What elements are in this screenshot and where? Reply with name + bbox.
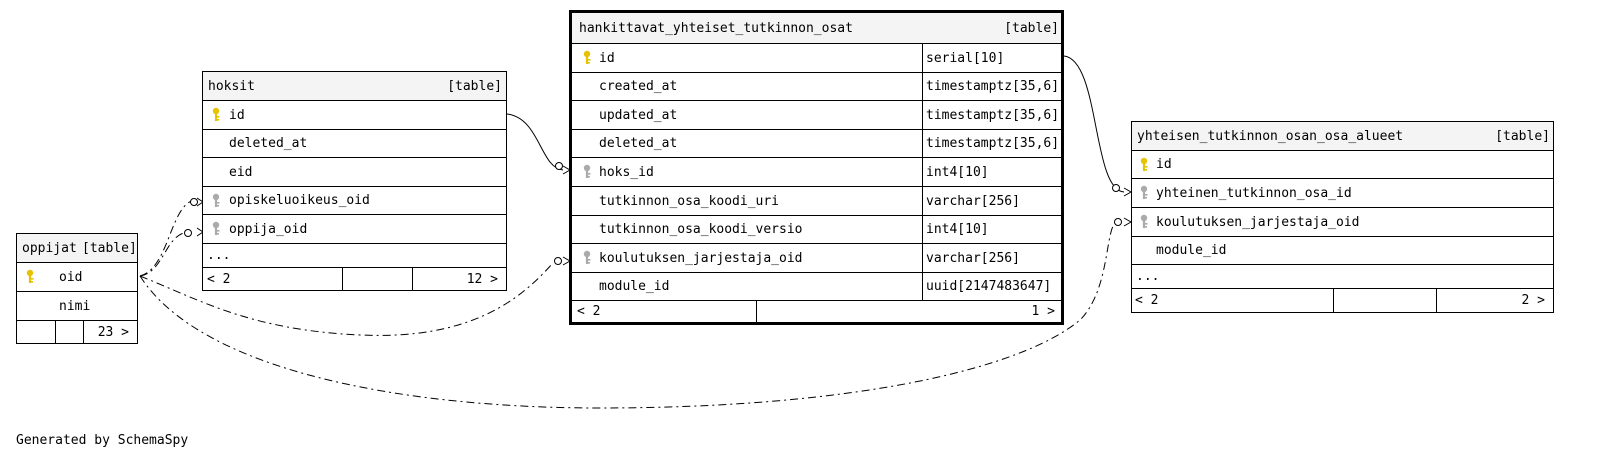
- column-row[interactable]: hoks_id int4[10]: [572, 158, 1061, 187]
- table-hoksit[interactable]: hoksit [table] id deleted_at eid opiskel…: [202, 71, 507, 291]
- table-hankittavat-yhteiset-tutkinnon-osat[interactable]: hankittavat_yhteiset_tutkinnon_osat [tab…: [569, 10, 1064, 325]
- column-name: koulutuksen_jarjestaja_oid: [599, 250, 803, 266]
- column-name: id: [599, 50, 615, 66]
- table-name: yhteisen_tutkinnon_osan_osa_alueet: [1137, 128, 1404, 144]
- column-row[interactable]: deleted_at: [203, 130, 506, 158]
- column-row[interactable]: module_id: [1132, 237, 1553, 265]
- column-row[interactable]: id: [203, 101, 506, 130]
- column-name: opiskeluoikeus_oid: [229, 193, 370, 208]
- foreign-key-icon: [1139, 208, 1149, 236]
- column-type: timestamptz[35,6]: [926, 79, 1060, 94]
- column-row[interactable]: tutkinnon_osa_koodi_versio int4[10]: [572, 216, 1061, 244]
- column-row[interactable]: nimi: [17, 292, 137, 321]
- table-header: hankittavat_yhteiset_tutkinnon_osat [tab…: [572, 13, 1061, 44]
- column-row[interactable]: eid: [203, 158, 506, 187]
- table-footer: < 2 12 >: [203, 268, 506, 290]
- column-type: timestamptz[35,6]: [926, 107, 1060, 123]
- column-name: deleted_at: [229, 136, 308, 151]
- generated-by-label: Generated by SchemaSpy: [16, 433, 189, 448]
- column-type: uuid[2147483647]: [926, 279, 1052, 294]
- foreign-key-icon: [582, 244, 592, 272]
- more-columns[interactable]: ...: [1132, 265, 1553, 289]
- column-type: int4[10]: [926, 222, 989, 237]
- footer-left[interactable]: < 2: [1135, 293, 1159, 308]
- column-name: tutkinnon_osa_koodi_versio: [599, 222, 803, 237]
- column-row[interactable]: koulutuksen_jarjestaja_oid: [1132, 208, 1553, 237]
- table-kind: [table]: [1495, 128, 1550, 144]
- foreign-key-icon: [211, 187, 221, 214]
- table-footer: < 2 2 >: [1132, 289, 1553, 312]
- column-type: timestamptz[35,6]: [926, 136, 1060, 151]
- column-type: varchar[256]: [926, 250, 1020, 266]
- column-name: id: [229, 107, 245, 123]
- table-footer: < 2 1 >: [572, 301, 1061, 322]
- link-hoks-id-crow: [555, 162, 563, 170]
- table-header: oppijat [table]: [17, 234, 137, 263]
- column-row[interactable]: created_at timestamptz[35,6]: [572, 73, 1061, 101]
- column-row[interactable]: updated_at timestamptz[35,6]: [572, 101, 1061, 130]
- link-koulutuksen-jarjestaja-oid-yhteisen: [139, 221, 1117, 409]
- primary-key-icon: [582, 44, 592, 72]
- primary-key-icon: [211, 101, 221, 129]
- column-row[interactable]: module_id uuid[2147483647]: [572, 273, 1061, 301]
- column-name: oppija_oid: [229, 221, 308, 237]
- column-type: varchar[256]: [926, 193, 1020, 209]
- column-row[interactable]: yhteinen_tutkinnon_osa_id: [1132, 179, 1553, 208]
- link-oppija-oid: [139, 231, 191, 277]
- column-row[interactable]: deleted_at timestamptz[35,6]: [572, 130, 1061, 158]
- table-name: hoksit: [208, 78, 255, 94]
- column-name: oid: [59, 269, 83, 285]
- foreign-key-icon: [211, 215, 221, 243]
- table-kind: [table]: [82, 240, 137, 256]
- column-name: updated_at: [599, 107, 678, 123]
- foreign-key-icon: [582, 158, 592, 186]
- column-row[interactable]: oppija_oid: [203, 215, 506, 244]
- link-yhteinen-tutkinnon-osa-id: [1063, 55, 1125, 193]
- ellipsis: ...: [207, 248, 231, 263]
- column-name: koulutuksen_jarjestaja_oid: [1156, 214, 1360, 230]
- column-name: created_at: [599, 79, 678, 94]
- link-koulutuksen-jarjestaja-oid-hankittavat: [139, 263, 553, 336]
- column-name: eid: [229, 164, 253, 180]
- ellipsis: ...: [1136, 269, 1160, 284]
- link-hoks-id: [506, 113, 564, 171]
- column-name: module_id: [1156, 243, 1227, 258]
- foreign-key-icon: [1139, 179, 1149, 207]
- table-kind: [table]: [1004, 20, 1059, 36]
- footer-right[interactable]: 12 >: [466, 271, 498, 287]
- column-name: nimi: [59, 298, 91, 314]
- primary-key-icon: [1139, 151, 1149, 178]
- column-type: serial[10]: [926, 50, 1005, 66]
- column-name: deleted_at: [599, 136, 678, 151]
- column-row[interactable]: id serial[10]: [572, 44, 1061, 73]
- table-footer: 23 >: [17, 321, 137, 343]
- table-header: hoksit [table]: [203, 72, 506, 101]
- column-name: hoks_id: [599, 164, 654, 180]
- column-name: tutkinnon_osa_koodi_uri: [599, 193, 780, 209]
- footer-right[interactable]: 23 >: [97, 324, 129, 340]
- column-name: yhteinen_tutkinnon_osa_id: [1156, 185, 1352, 201]
- column-name: module_id: [599, 279, 670, 294]
- table-name: oppijat: [22, 240, 77, 256]
- column-type: int4[10]: [926, 164, 989, 180]
- column-row[interactable]: oid: [17, 263, 137, 292]
- link-opiskeluoikeus-oid: [139, 199, 197, 277]
- table-header: yhteisen_tutkinnon_osan_osa_alueet [tabl…: [1132, 122, 1553, 151]
- column-row[interactable]: id: [1132, 151, 1553, 179]
- table-name: hankittavat_yhteiset_tutkinnon_osat: [579, 20, 853, 36]
- footer-right[interactable]: 2 >: [1521, 293, 1545, 308]
- column-row[interactable]: opiskeluoikeus_oid: [203, 187, 506, 215]
- table-oppijat[interactable]: oppijat [table] oid nimi 23 >: [16, 233, 138, 344]
- column-row[interactable]: koulutuksen_jarjestaja_oid varchar[256]: [572, 244, 1061, 273]
- footer-left[interactable]: < 2: [577, 304, 601, 319]
- footer-left[interactable]: < 2: [207, 271, 231, 287]
- more-columns[interactable]: ...: [203, 244, 506, 268]
- column-row[interactable]: tutkinnon_osa_koodi_uri varchar[256]: [572, 187, 1061, 216]
- footer-right[interactable]: 1 >: [1031, 304, 1055, 319]
- table-kind: [table]: [447, 78, 502, 94]
- primary-key-icon: [25, 263, 35, 291]
- table-yhteisen-tutkinnon-osan-osa-alueet[interactable]: yhteisen_tutkinnon_osan_osa_alueet [tabl…: [1131, 121, 1554, 313]
- column-name: id: [1156, 157, 1172, 172]
